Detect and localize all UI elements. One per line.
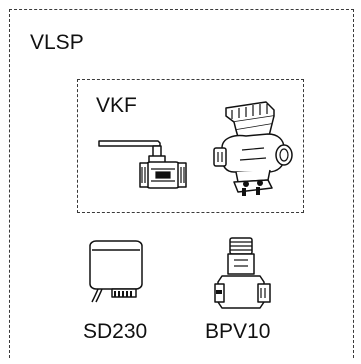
bpv10-label: BPV10 — [205, 320, 271, 343]
vkf-group-label: VKF — [96, 94, 137, 117]
sd230-label: SD230 — [83, 320, 148, 343]
balancing-valve-icon — [213, 101, 293, 196]
vlsp-group-boundary — [9, 9, 354, 358]
bypass-valve-icon — [214, 237, 271, 309]
vkf-group-boundary — [77, 79, 304, 213]
vlsp-group-label: VLSP — [30, 31, 84, 54]
ball-valve-icon — [98, 140, 187, 189]
actuator-icon — [89, 240, 143, 303]
